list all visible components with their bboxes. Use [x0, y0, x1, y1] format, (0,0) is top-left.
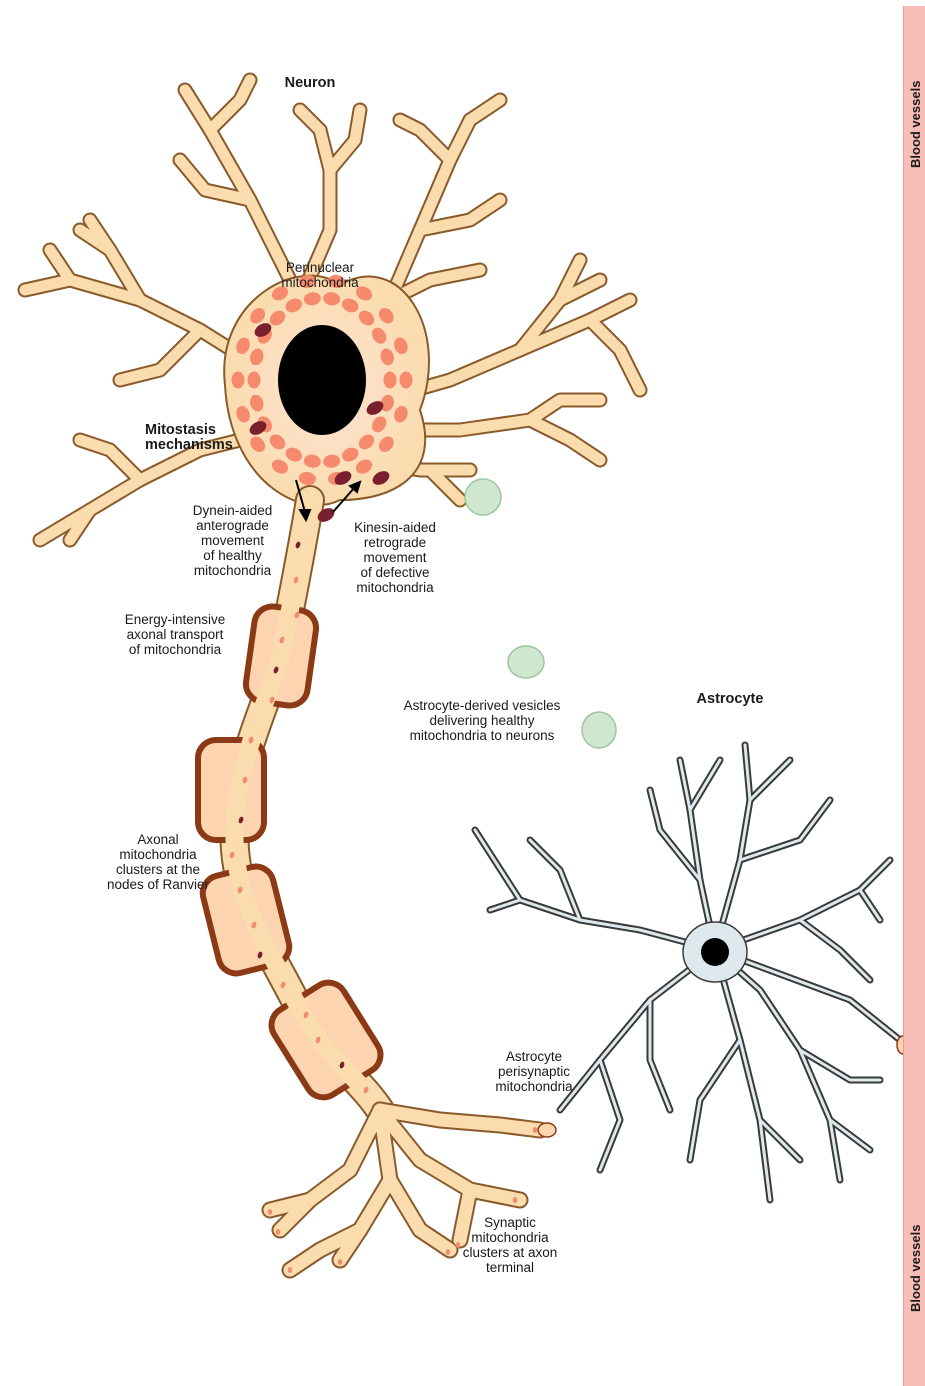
synaptic-label: Synaptic mitochondria clusters at axon t…	[450, 1215, 570, 1275]
mitochondrion-healthy	[288, 1267, 292, 1273]
blood-vessel	[903, 6, 925, 1386]
neuron-title: Neuron	[270, 76, 350, 91]
vesicles-label: Astrocyte-derived vesicles delivering he…	[382, 698, 582, 743]
vesicle	[582, 712, 616, 748]
vesicle	[465, 479, 501, 515]
mitochondrion-healthy	[232, 372, 245, 389]
neuron-nucleus	[278, 325, 366, 435]
mitochondrion-healthy	[276, 1229, 280, 1235]
vesicle	[508, 646, 544, 678]
mitochondrion-healthy	[400, 372, 413, 389]
mitochondrion-healthy	[338, 1259, 342, 1265]
mitostasis-label: Mitostasis mechanisms	[145, 423, 245, 453]
energy-label: Energy-intensive axonal transport of mit…	[105, 612, 245, 657]
perisynaptic-endfoot	[538, 1123, 556, 1137]
axonal-clusters-label: Axonal mitochondria clusters at the node…	[102, 832, 214, 892]
mitochondrion-healthy	[533, 1127, 537, 1133]
astrocyte-nucleus	[701, 938, 729, 966]
kinesin-label: Kinesin-aided retrograde movement of def…	[340, 520, 450, 595]
perinuclear-label: Perinuclear mitochondria	[255, 260, 385, 290]
mitochondrion-healthy	[268, 1209, 272, 1215]
blood-vessel-label-bottom: Blood vessels	[908, 1225, 923, 1312]
astrocyte-title: Astrocyte	[690, 692, 770, 707]
dynein-label: Dynein-aided anterograde movement of hea…	[175, 503, 290, 578]
blood-vessel-label-top: Blood vessels	[908, 81, 923, 168]
mitochondrion-healthy	[248, 372, 261, 389]
mitochondrion-healthy	[513, 1197, 517, 1203]
perisynaptic-label: Astrocyte perisynaptic mitochondria	[484, 1049, 584, 1094]
mitochondrion-healthy	[384, 372, 397, 389]
